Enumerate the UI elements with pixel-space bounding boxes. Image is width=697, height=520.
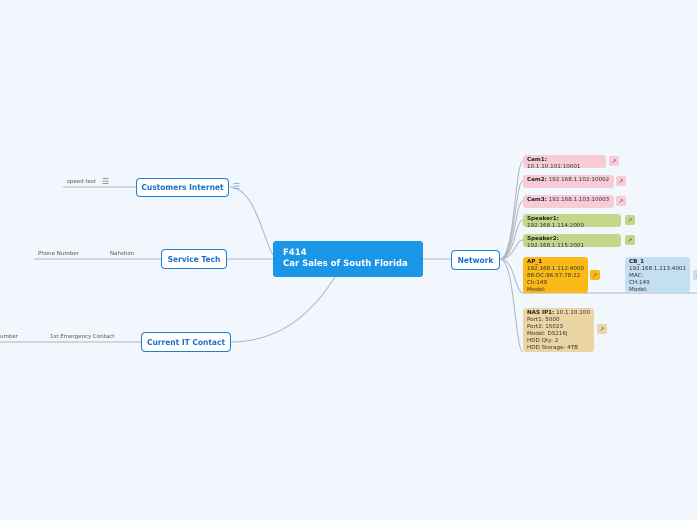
link-icon[interactable]: ↗ bbox=[625, 215, 635, 225]
node-cam3[interactable]: Cam3: 192.168.1.103:10003 bbox=[523, 195, 614, 208]
note-icon[interactable]: ☰ bbox=[102, 177, 110, 186]
topic-service-tech[interactable]: Service Tech bbox=[161, 249, 227, 269]
central-subtitle: Car Sales of South Florida bbox=[283, 259, 408, 269]
topic-label: Service Tech bbox=[167, 254, 221, 264]
node-speaker2[interactable]: Speaker2: 192.168.1.115:2001 bbox=[523, 234, 621, 249]
link-icon[interactable]: ↗ bbox=[609, 156, 619, 166]
node-speaker1[interactable]: Speaker1: 192.168.1.114:2000 bbox=[523, 214, 621, 229]
topic-customers-internet[interactable]: Customers Internet bbox=[136, 178, 229, 197]
link-icon[interactable]: ↗ bbox=[625, 235, 635, 245]
node-cam1[interactable]: Cam1: 10.1.10.101:10001 bbox=[523, 155, 606, 170]
link-icon[interactable]: ↗ bbox=[616, 176, 626, 186]
link-icon[interactable]: ↗ bbox=[693, 270, 697, 280]
topic-label: Customers Internet bbox=[141, 183, 224, 192]
subtopic-speed-test[interactable]: speed test bbox=[67, 179, 96, 185]
node-cam2[interactable]: Cam2: 192.168.1.102:10002 bbox=[523, 175, 614, 188]
topic-label: Current IT Contact bbox=[146, 337, 226, 347]
note-icon[interactable]: ☰ bbox=[233, 182, 241, 191]
link-icon[interactable]: ↗ bbox=[616, 196, 626, 206]
subtopic-1st-emergency-contact[interactable]: 1st Emergency Contact bbox=[50, 334, 115, 340]
link-icon[interactable]: ↗ bbox=[590, 270, 600, 280]
subtopic-phone-number[interactable]: umber bbox=[0, 334, 18, 340]
topic-network[interactable]: Network bbox=[451, 250, 500, 270]
subtopic-phone-number[interactable]: Phone Number bbox=[38, 251, 79, 257]
topic-current-it-contact[interactable]: Current IT Contact bbox=[141, 332, 231, 352]
central-title: F414 bbox=[283, 248, 307, 258]
link-icon[interactable]: ↗ bbox=[597, 324, 607, 334]
subtopic-nahshon[interactable]: Nahshon bbox=[110, 251, 135, 257]
topic-label: Network bbox=[457, 255, 494, 265]
central-topic[interactable]: F414 Car Sales of South Florida bbox=[273, 241, 423, 277]
